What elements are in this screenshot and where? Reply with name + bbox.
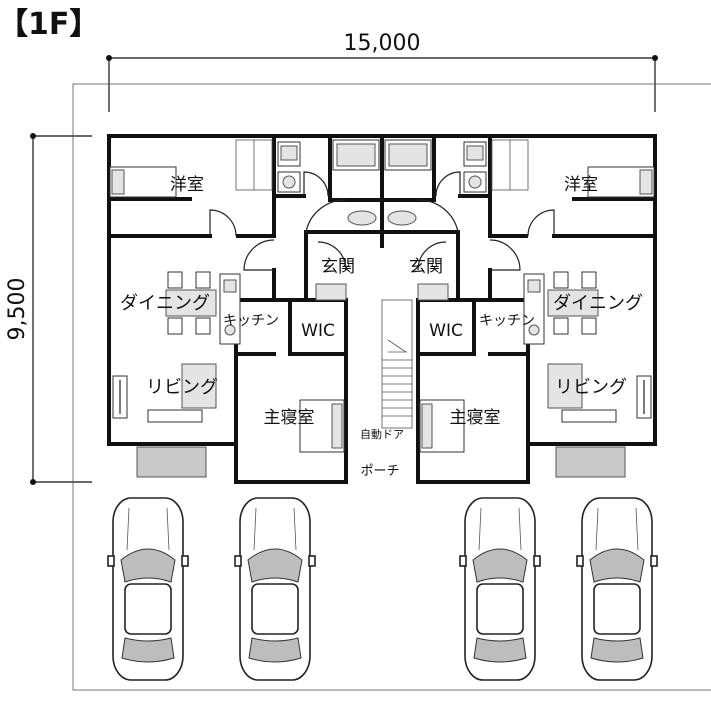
parking-area bbox=[107, 497, 658, 681]
right-western-room-label: 洋室 bbox=[564, 175, 598, 195]
site-boundary bbox=[72, 83, 711, 691]
width-dimension-label: 15,000 bbox=[344, 31, 421, 56]
car-4 bbox=[576, 497, 658, 681]
floor-label: 【1F】 bbox=[0, 7, 99, 42]
right-living-label: リビング bbox=[555, 377, 627, 398]
auto-door-label: 自動ドア bbox=[360, 427, 404, 441]
left-unit-labels: 洋室 玄関 ダイニング キッチン WIC リビング 主寝室 bbox=[120, 175, 355, 428]
building-walls bbox=[107, 134, 657, 484]
left-living-label: リビング bbox=[146, 377, 218, 398]
right-wic-label: WIC bbox=[429, 321, 463, 341]
depth-dimension-label: 9,500 bbox=[5, 278, 30, 341]
right-entrance-label: 玄関 bbox=[409, 257, 443, 277]
left-terrace bbox=[136, 446, 207, 478]
car-2 bbox=[234, 497, 316, 681]
right-kitchen-label: キッチン bbox=[479, 313, 535, 329]
right-master-bedroom-label: 主寝室 bbox=[450, 407, 501, 428]
right-unit-labels: 洋室 玄関 ダイニング キッチン WIC リビング 主寝室 bbox=[409, 175, 643, 428]
porch-label: ポーチ bbox=[360, 464, 399, 479]
left-wic-label: WIC bbox=[301, 321, 335, 341]
left-kitchen-label: キッチン bbox=[223, 313, 279, 329]
door-swings bbox=[209, 171, 555, 271]
left-entrance-label: 玄関 bbox=[321, 257, 355, 277]
car-3 bbox=[459, 497, 541, 681]
left-western-room-label: 洋室 bbox=[170, 175, 204, 195]
width-dimension: 15,000 bbox=[106, 31, 658, 112]
car-1 bbox=[107, 497, 189, 681]
left-fixtures bbox=[109, 139, 380, 453]
right-dining-label: ダイニング bbox=[553, 293, 643, 314]
right-fixtures bbox=[384, 139, 655, 453]
left-dining-label: ダイニング bbox=[120, 293, 210, 314]
depth-dimension: 9,500 bbox=[5, 133, 92, 485]
central-stair bbox=[381, 299, 413, 429]
left-master-bedroom-label: 主寝室 bbox=[264, 407, 315, 428]
right-terrace bbox=[555, 446, 626, 478]
